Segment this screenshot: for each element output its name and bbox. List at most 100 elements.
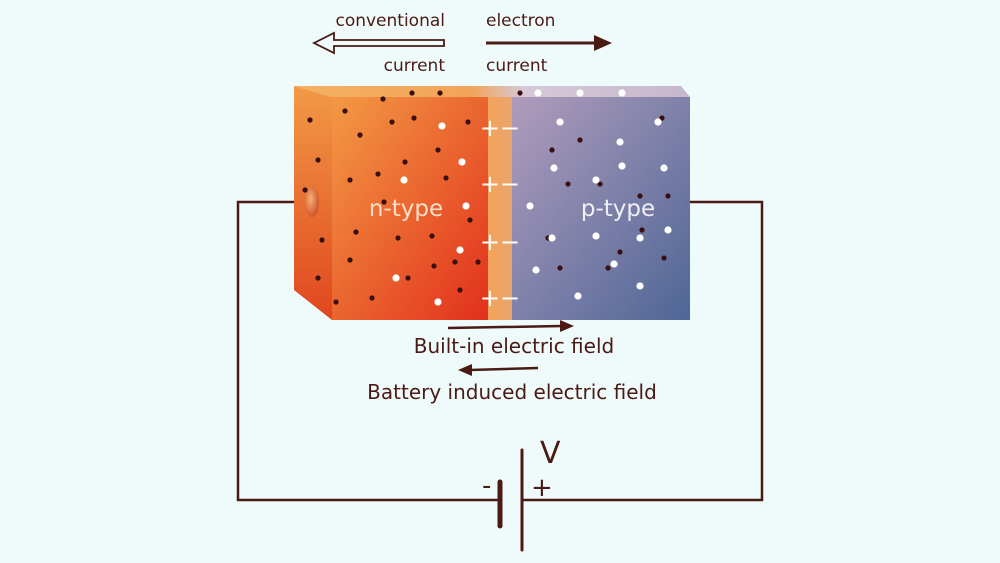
electron-dot bbox=[402, 159, 408, 165]
hole-dot bbox=[636, 282, 644, 290]
electron-dot bbox=[465, 119, 471, 125]
electron-dot bbox=[549, 147, 555, 153]
electron-dot bbox=[435, 147, 441, 153]
electron-dot bbox=[307, 117, 313, 123]
battery-field-label: Battery induced electric field bbox=[367, 380, 657, 404]
electron-dot bbox=[637, 193, 643, 199]
junction-minus-sign: − bbox=[500, 114, 520, 142]
electron-dot bbox=[557, 265, 563, 271]
hole-dot bbox=[618, 162, 626, 170]
electron-dot bbox=[315, 157, 321, 163]
electron-dot bbox=[375, 171, 381, 177]
electron-dot bbox=[457, 287, 463, 293]
hole-dot bbox=[556, 118, 564, 126]
semiconductor-block bbox=[294, 86, 690, 320]
hole-dot bbox=[610, 260, 618, 268]
junction-minus-sign: − bbox=[500, 170, 520, 198]
junction-minus-sign: − bbox=[500, 228, 520, 256]
conventional-current-label: current bbox=[384, 56, 446, 76]
hole-dot bbox=[392, 274, 400, 282]
left-wire bbox=[236, 200, 500, 502]
electron-label: electron bbox=[486, 11, 555, 31]
electron-dot bbox=[597, 181, 603, 187]
right-wire bbox=[522, 200, 764, 502]
electron-dot bbox=[333, 299, 339, 305]
junction-plus-sign: + bbox=[480, 284, 500, 312]
electron-dot bbox=[347, 257, 353, 263]
hole-dot bbox=[548, 234, 556, 242]
electron-dot bbox=[639, 227, 645, 233]
electron-dot bbox=[437, 90, 443, 96]
hole-dot bbox=[592, 232, 600, 240]
battery-plus-sign: + bbox=[531, 473, 553, 503]
hole-dot bbox=[534, 89, 542, 97]
electron-dot bbox=[452, 259, 458, 265]
electron-dot bbox=[369, 295, 375, 301]
junction-minus-sign: − bbox=[500, 284, 520, 312]
electron-dot bbox=[565, 181, 571, 187]
electron-dot bbox=[665, 193, 671, 199]
block-top-face bbox=[294, 86, 690, 97]
hole-dot bbox=[664, 226, 672, 234]
built-in-field-label: Built-in electric field bbox=[414, 334, 614, 358]
electron-dot bbox=[357, 132, 363, 138]
junction-plus-sign: + bbox=[480, 228, 500, 256]
circuit-wires bbox=[236, 200, 764, 502]
electron-dot bbox=[395, 235, 401, 241]
conventional-current-arrow bbox=[311, 31, 445, 55]
electron-dot bbox=[315, 275, 321, 281]
hole-dot bbox=[456, 246, 464, 254]
electron-dot bbox=[431, 263, 437, 269]
junction-charges: +−+−+−+− bbox=[480, 114, 520, 312]
electron-dot bbox=[409, 90, 415, 96]
hole-dot bbox=[636, 234, 644, 242]
built-in-field-arrow bbox=[447, 320, 574, 332]
electron-dot bbox=[389, 119, 395, 125]
voltage-label: V bbox=[540, 436, 561, 471]
hole-dot bbox=[400, 176, 408, 184]
electron-dot bbox=[411, 115, 417, 121]
hole-dot bbox=[616, 138, 624, 146]
electron-dot bbox=[577, 137, 583, 143]
electron-dot bbox=[347, 177, 353, 183]
electron-dot bbox=[617, 249, 623, 255]
electron-dot bbox=[659, 115, 665, 121]
metal-contact bbox=[305, 187, 319, 217]
electron-dot bbox=[353, 229, 359, 235]
p-type-label: p-type bbox=[581, 196, 655, 222]
junction-plus-sign: + bbox=[480, 170, 500, 198]
electron-dot bbox=[429, 233, 435, 239]
n-type-label: n-type bbox=[369, 196, 443, 222]
hole-dot bbox=[532, 266, 540, 274]
electron-dot bbox=[475, 259, 481, 265]
hole-dot bbox=[550, 164, 558, 172]
electron-dot bbox=[517, 90, 523, 96]
hole-dot bbox=[618, 89, 626, 97]
electron-current-arrow bbox=[486, 35, 612, 51]
junction-plus-sign: + bbox=[480, 114, 500, 142]
hole-dot bbox=[574, 292, 582, 300]
hole-dot bbox=[458, 158, 466, 166]
hole-dot bbox=[434, 298, 442, 306]
electron-dot bbox=[443, 175, 449, 181]
electron-dot bbox=[319, 237, 325, 243]
hole-dot bbox=[438, 122, 446, 130]
hole-dot bbox=[654, 118, 662, 126]
electron-dot bbox=[405, 275, 411, 281]
electron-dot bbox=[342, 108, 348, 114]
hole-dot bbox=[462, 202, 470, 210]
electron-dot bbox=[302, 187, 308, 193]
p-type-region bbox=[512, 97, 690, 320]
electron-dot bbox=[605, 265, 611, 271]
battery-minus-sign: - bbox=[482, 471, 491, 501]
hole-dot bbox=[592, 176, 600, 184]
conventional-label: conventional bbox=[335, 11, 445, 31]
hole-dot bbox=[526, 202, 534, 210]
electron-dot bbox=[467, 217, 473, 223]
electron-dot bbox=[661, 255, 667, 261]
charge-carriers bbox=[302, 89, 672, 306]
battery bbox=[497, 448, 524, 552]
depletion-region bbox=[488, 97, 512, 320]
hole-dot bbox=[576, 89, 584, 97]
